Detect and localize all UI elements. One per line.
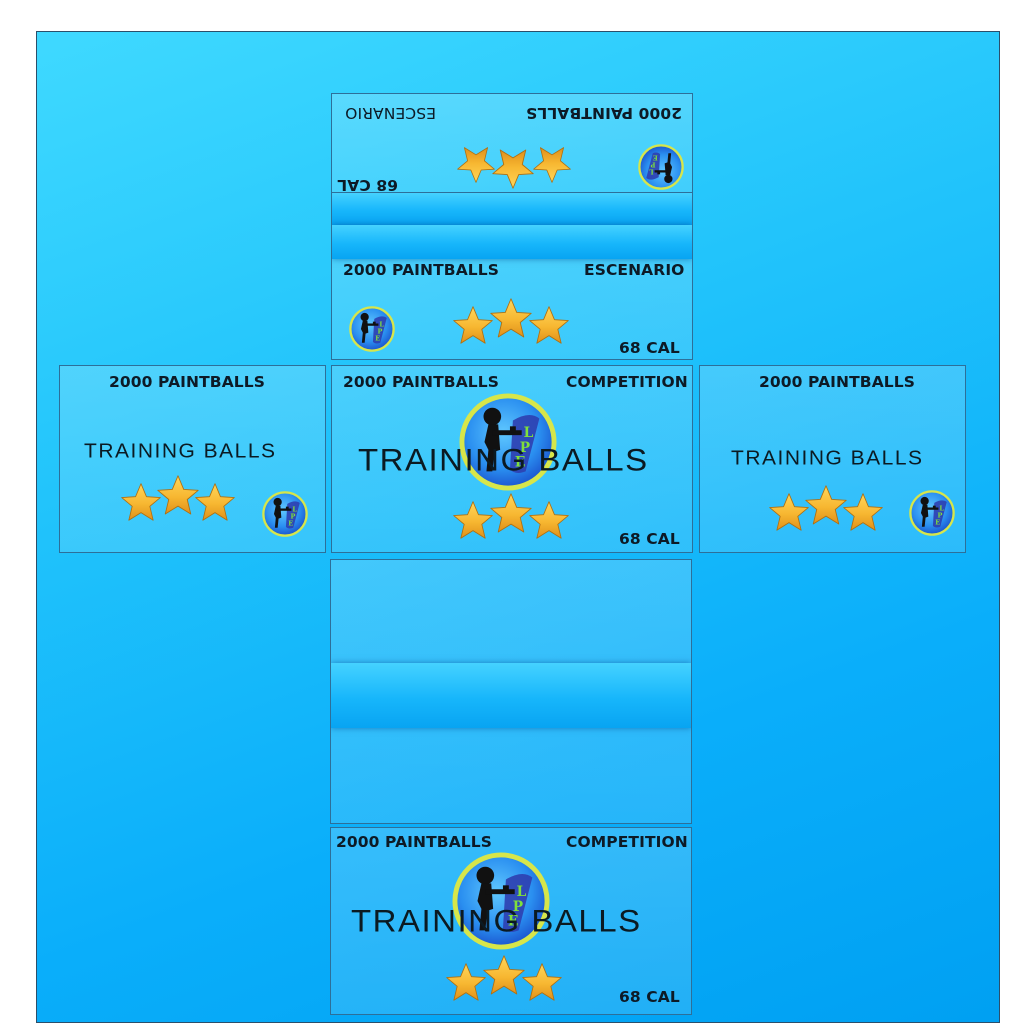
top-caliber-text: 68 CAL (619, 339, 680, 357)
front-product-text: TRAINING BALLS (358, 441, 649, 478)
top-flap-caliber-text: 68 CAL (337, 176, 398, 193)
right-count-text: 2000 PAINTBALLS (759, 373, 916, 391)
rating-stars-icon (121, 475, 235, 521)
panel-front: 2000 PAINTBALLS COMPETITION TRAINING BAL… (331, 365, 693, 553)
right-product-text: TRAINING BALLS (731, 447, 924, 470)
bottom-count-text: 2000 PAINTBALLS (336, 833, 493, 851)
paintball-logo-icon (349, 306, 395, 352)
paintball-logo-icon (638, 144, 684, 190)
dieline-canvas: 2000 PAINTBALLS ESCENARIO 68 CAL 2000 PA… (36, 31, 1000, 1023)
tuck-strip-lower (332, 225, 692, 259)
bottom-product-text: TRAINING BALLS (351, 902, 642, 939)
left-count-text: 2000 PAINTBALLS (109, 373, 266, 391)
panel-top-flap-content: 2000 PAINTBALLS ESCENARIO 68 CAL (332, 94, 693, 193)
front-caliber-text: 68 CAL (619, 530, 680, 548)
tuck-strip-middle (331, 663, 691, 728)
bottom-type-text: COMPETITION (566, 833, 688, 851)
front-count-text: 2000 PAINTBALLS (343, 373, 500, 391)
panel-top-flap: 2000 PAINTBALLS ESCENARIO 68 CAL (331, 93, 693, 193)
top-flap-count-text: 2000 PAINTBALLS (525, 104, 682, 122)
bottom-caliber-text: 68 CAL (619, 988, 680, 1006)
tuck-strip-upper (332, 193, 692, 225)
top-flap-type-text: ESCENARIO (345, 104, 436, 122)
top-count-text: 2000 PAINTBALLS (343, 261, 500, 279)
panel-bottom: 2000 PAINTBALLS COMPETITION TRAINING BAL… (330, 827, 692, 1015)
paintball-logo-icon (262, 491, 308, 537)
panel-bottom-flap (330, 559, 692, 824)
top-type-text: ESCENARIO (584, 261, 685, 279)
panel-right: 2000 PAINTBALLS TRAINING BALLS (699, 365, 966, 553)
rating-stars-icon (457, 147, 571, 189)
front-type-text: COMPETITION (566, 373, 688, 391)
rating-stars-icon (453, 298, 569, 344)
left-product-text: TRAINING BALLS (84, 440, 277, 463)
panel-top: 2000 PAINTBALLS ESCENARIO 68 CAL (331, 193, 693, 360)
panel-left: 2000 PAINTBALLS TRAINING BALLS (59, 365, 326, 553)
rating-stars-icon (769, 485, 883, 531)
rating-stars-icon (453, 493, 569, 539)
paintball-logo-icon (909, 490, 955, 536)
rating-stars-icon (446, 955, 562, 1001)
